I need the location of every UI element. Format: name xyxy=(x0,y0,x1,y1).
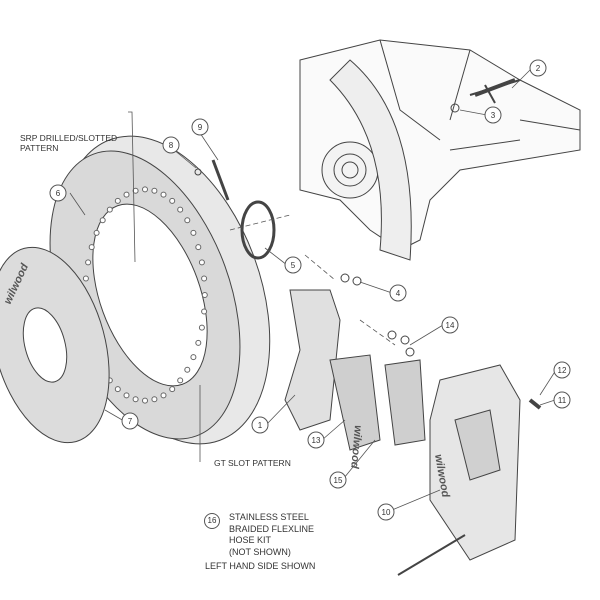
drill-hole xyxy=(190,229,197,236)
caliper-bracket xyxy=(284,289,341,431)
drill-hole xyxy=(160,392,167,399)
svg-text:1: 1 xyxy=(258,421,263,430)
callout-11: 11 xyxy=(553,391,571,409)
svg-text:8: 8 xyxy=(169,141,174,150)
bolt xyxy=(211,159,230,201)
rotor-hat xyxy=(0,246,110,444)
brake-pad xyxy=(329,354,381,451)
drill-hole xyxy=(123,191,130,198)
callout-8: 8 xyxy=(162,136,180,154)
callout-6: 6 xyxy=(49,184,67,202)
callout-7: 7 xyxy=(121,412,139,430)
drill-hole xyxy=(114,197,121,204)
drill-hole xyxy=(106,206,113,213)
drill-hole xyxy=(198,259,205,266)
drill-hole xyxy=(201,292,208,298)
svg-text:4: 4 xyxy=(396,289,401,298)
svg-text:15: 15 xyxy=(334,476,343,485)
drill-hole xyxy=(85,259,92,266)
drill-hole xyxy=(201,275,208,282)
svg-text:14: 14 xyxy=(446,321,455,330)
callout-5: 5 xyxy=(284,256,302,274)
callout-14: 14 xyxy=(441,316,459,334)
callout-16: 16 xyxy=(204,513,220,529)
drill-hole xyxy=(169,386,176,393)
note-line: BRAIDED FLEXLINE xyxy=(229,523,315,534)
svg-text:11: 11 xyxy=(558,396,567,405)
drill-hole xyxy=(123,392,130,399)
drill-hole xyxy=(151,187,158,194)
svg-text:2: 2 xyxy=(536,64,541,73)
svg-text:12: 12 xyxy=(558,366,567,375)
callout-9: 9 xyxy=(191,118,209,136)
drill-hole xyxy=(82,275,89,282)
brake-pad xyxy=(384,359,426,446)
hose-kit-note: STAINLESS STEEL BRAIDED FLEXLINE HOSE KI… xyxy=(229,512,314,558)
drill-hole xyxy=(93,229,100,236)
callout-10: 10 xyxy=(377,503,395,521)
drill-hole xyxy=(132,187,139,194)
callout-1: 1 xyxy=(251,416,269,434)
note-line: STAINLESS STEEL xyxy=(229,512,309,522)
svg-text:3: 3 xyxy=(491,111,496,120)
svg-text:10: 10 xyxy=(382,508,391,517)
svg-text:13: 13 xyxy=(312,436,321,445)
drill-hole xyxy=(201,308,208,315)
svg-text:5: 5 xyxy=(291,261,296,270)
drill-hole xyxy=(99,217,106,224)
drill-hole xyxy=(184,366,191,373)
drill-hole xyxy=(151,396,158,403)
svg-text:9: 9 xyxy=(198,123,203,132)
svg-text:6: 6 xyxy=(56,189,61,198)
callout-2: 2 xyxy=(529,59,547,77)
drill-hole xyxy=(114,386,121,393)
o-ring xyxy=(240,200,276,260)
svg-text:wilwood: wilwood xyxy=(348,425,364,470)
svg-text:7: 7 xyxy=(128,417,133,426)
callout-13: 13 xyxy=(307,431,325,449)
drill-hole xyxy=(88,244,95,251)
drill-hole xyxy=(184,217,191,224)
gt-slot-label: GT SLOT PATTERN xyxy=(214,458,291,468)
drill-hole xyxy=(142,186,148,193)
callout-4: 4 xyxy=(389,284,407,302)
drill-hole xyxy=(190,354,197,361)
note-line: HOSE KIT xyxy=(229,535,272,545)
callout-15: 15 xyxy=(329,471,347,489)
drill-hole xyxy=(195,244,202,251)
side-shown-label: LEFT HAND SIDE SHOWN xyxy=(205,561,316,571)
drill-hole xyxy=(195,339,202,346)
bolt xyxy=(474,78,516,97)
drill-hole xyxy=(177,206,184,213)
callout-3: 3 xyxy=(484,106,502,124)
drill-hole xyxy=(169,197,176,204)
note-line: (NOT SHOWN) xyxy=(229,546,291,557)
leader-lines xyxy=(69,67,557,511)
srp-line-1: SRP DRILLED/SLOTTED xyxy=(20,133,118,143)
srp-line-2: PATTERN xyxy=(20,143,59,153)
srp-pattern-label: SRP DRILLED/SLOTTED PATTERN xyxy=(20,133,117,153)
drill-hole xyxy=(177,377,184,384)
drill-hole xyxy=(132,396,139,403)
callout-12: 12 xyxy=(553,361,571,379)
drill-hole xyxy=(198,324,205,331)
drill-hole xyxy=(142,397,148,404)
drill-hole xyxy=(160,191,167,198)
